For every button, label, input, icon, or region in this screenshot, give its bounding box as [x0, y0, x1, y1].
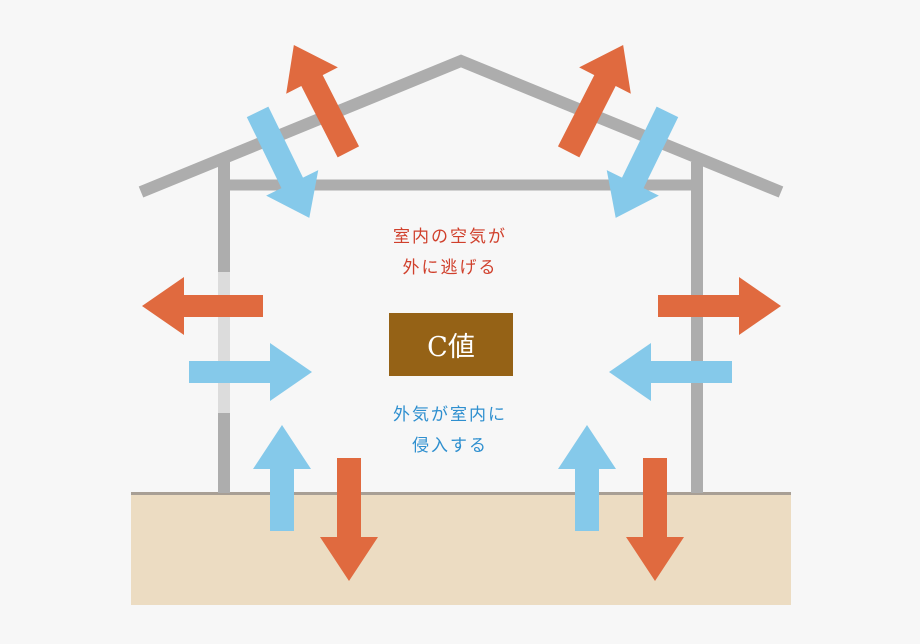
- air-in-label-line2: 侵入する: [412, 436, 488, 456]
- c-value-box: C値: [389, 313, 513, 376]
- inflow-arrows: [189, 106, 732, 531]
- air-in-label: 外気が室内に 侵入する: [340, 400, 560, 462]
- arrow-in-icon: [606, 106, 679, 218]
- arrow-in-icon: [189, 343, 312, 401]
- air-out-label-line2: 外に逃げる: [402, 258, 498, 278]
- arrow-in-icon: [246, 106, 319, 218]
- arrow-in-icon: [609, 343, 732, 401]
- c-value-box-bg: [389, 313, 513, 376]
- arrow-in-icon: [253, 425, 311, 531]
- outflow-arrows: [142, 44, 781, 581]
- ground: [131, 493, 791, 605]
- air-in-label-line1: 外気が室内に: [393, 405, 507, 425]
- arrow-out-icon: [658, 277, 781, 335]
- arrow-out-icon: [320, 458, 378, 581]
- roof: [138, 54, 784, 198]
- arrow-out-icon: [142, 277, 263, 335]
- c-value-label: C値: [427, 332, 475, 363]
- arrow-in-icon: [558, 425, 616, 531]
- arrow-out-icon: [557, 44, 631, 158]
- air-out-label-line1: 室内の空気が: [393, 227, 507, 247]
- arrow-out-icon: [626, 458, 684, 581]
- air-out-label: 室内の空気が 外に逃げる: [340, 222, 560, 284]
- arrow-out-icon: [286, 44, 360, 158]
